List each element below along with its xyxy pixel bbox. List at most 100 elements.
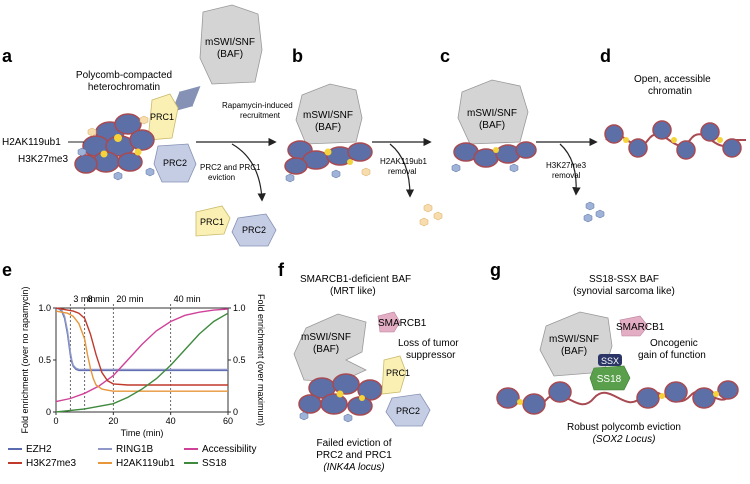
prc2-label-f: PRC2 [396,406,420,416]
prc2-evicted [231,213,277,247]
open-chromatin-label-2: chromatin [648,86,692,97]
y-tick-label-left: 0.5 [38,355,51,365]
open-chromatin-d [604,120,746,160]
f-title-1: SMARCB1-deficient BAF [300,274,411,285]
removal-label-b-1: H2AK119ub1 [380,157,428,166]
removal-arrow-b [389,143,415,198]
panel-b: b mSWI/SNF (BAF) H2AK119ub1 removal [284,46,443,227]
removed-ub-marks [419,203,443,227]
removal-label-b-2: removal [388,167,417,176]
eviction-label-1: PRC2 and PRC1 [200,163,261,172]
chromatin-c [451,141,537,173]
panel-d: d Open, accessible chromatin [600,46,746,160]
x-axis-label: Time (min) [121,428,164,438]
baf-label-b-2: (BAF) [315,122,341,133]
h3k27me3-label: H3K27me3 [18,154,68,165]
heterochromatin-label-2: heterochromatin [88,82,160,93]
baf-complex-b [295,83,363,145]
series-line-ring1b [55,307,228,371]
ssx-block [598,354,622,366]
h2ak119ub1-label: H2AK119ub1 [2,137,61,148]
smarcb1-label-f: SMARCB1 [378,318,427,329]
baf-label-a-1: mSWI/SNF [205,37,255,48]
prc1-label-a: PRC1 [150,112,174,122]
gain-label-1: Oncogenic [650,338,698,349]
baf-complex-f [293,313,367,383]
time-marker-label: 20 min [116,294,143,304]
panel-label-b: b [292,46,303,66]
ss18-label: SS18 [597,374,622,385]
baf-label-c-1: mSWI/SNF [467,108,517,119]
baf-complex-c [457,79,529,145]
prc2-f [385,393,431,427]
y-tick-label-right: 0.5 [233,355,246,365]
removal-arrow-c [559,143,581,196]
time-marker-label: 8 min [88,294,110,304]
x-tick-label: 20 [108,416,118,426]
legend-label: EZH2 [26,444,52,455]
panel-label-f: f [278,260,285,280]
prc2-evicted-label: PRC2 [242,225,266,235]
x-tick-label: 60 [223,416,233,426]
robust-label-2: (SOX2 Locus) [593,434,656,445]
panel-label-a: a [2,46,13,66]
x-tick-label: 0 [53,416,58,426]
panel-c: c mSWI/SNF (BAF) H3K27me3 removal [440,46,605,223]
prc2-a [153,143,197,183]
eviction-arrow [231,143,266,202]
smarcb1-label-g: SMARCB1 [616,322,665,333]
series-line-h2ak119ub1 [55,310,228,392]
y-axis-label-right: Fold enrichment (over maximum) [256,294,266,426]
baf-label-b-1: mSWI/SNF [303,110,353,121]
prc1-f [381,355,407,395]
legend-label: SS18 [202,458,227,469]
loss-label-2: suppressor [406,350,456,361]
f-title-2: (MRT like) [330,286,376,297]
g-title-2: (synovial sarcoma like) [573,286,675,297]
panel-label-e: e [2,260,12,280]
plot-frame [55,307,229,413]
panel-f: f SMARCB1-deficient BAF (MRT like) mSWI/… [278,260,459,473]
recruitment-label-2: recruitment [240,111,281,120]
baf-label-f-2: (BAF) [313,344,339,355]
series-line-accessibility [55,308,229,403]
y-tick-label-right: 0 [233,407,238,417]
compacted-chromatin-a [74,113,155,181]
series-line-ss18 [55,312,229,413]
panel-label-d: d [600,46,611,66]
removed-me3-marks [583,201,605,223]
recruitment-label-1: Rapamycin-induced [222,101,293,110]
baf-label-g-1: mSWI/SNF [549,334,599,345]
baf-label-c-2: (BAF) [479,120,505,131]
smarcb1-g [619,315,649,337]
series-line-h3k27me3 [55,307,228,386]
prc1-label-f: PRC1 [386,368,410,378]
y-tick-label-right: 1.0 [233,303,246,313]
legend-label: H3K27me3 [26,458,76,469]
panel-label-g: g [490,260,501,280]
chromatin-f [298,373,383,423]
heterochromatin-label-1: Polycomb-compacted [76,70,172,81]
baf-label-g-2: (BAF) [561,346,587,357]
baf-complex-a [199,4,263,85]
smarcb1-f [377,311,401,333]
time-marker-label: 3 min [73,294,95,304]
panel-label-c: c [440,46,450,66]
panel-g: g SS18-SSX BAF (synovial sarcoma like) m… [490,260,739,445]
prc1-evicted-label: PRC1 [200,217,224,227]
y-tick-label-left: 1.0 [38,303,51,313]
chromatin-b [284,140,373,183]
prc1-evicted [195,205,231,237]
legend-label: RING1B [116,444,154,455]
legend-label: H2AK119ub1 [116,458,175,469]
eviction-label-2: eviction [208,173,235,182]
gain-label-2: gain of function [638,350,706,361]
baf-label-a-2: (BAF) [217,49,243,60]
double-arrow [171,85,201,113]
baf-label-f-1: mSWI/SNF [301,332,351,343]
y-tick-label-left: 0 [46,407,51,417]
chromatin-g [496,380,739,415]
